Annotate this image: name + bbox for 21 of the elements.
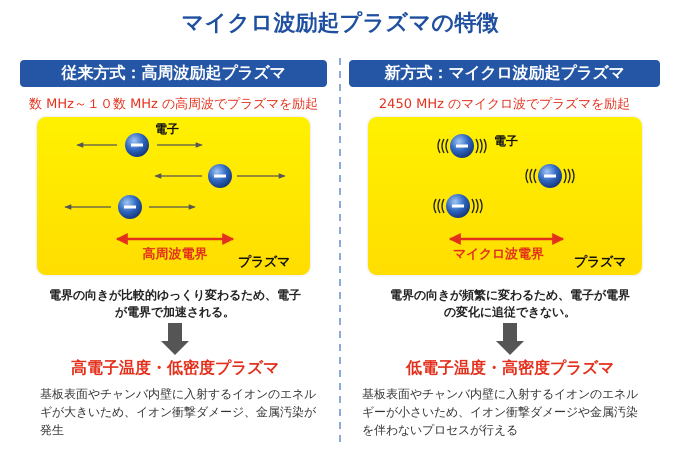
result-heading: 高電子温度・低密度プラズマ [40, 357, 310, 379]
subtitle: 2450 MHz のマイクロ波でプラズマを励起 [378, 96, 632, 113]
electron-label: 電子 [155, 121, 179, 138]
subtitle: 数 MHz～１０数 MHz の高周波でプラズマを励起 [28, 96, 320, 113]
field-label: 高周波電界 [142, 246, 208, 263]
field-label: マイクロ波電界 [452, 246, 545, 263]
description-text: 電界の向きが頻繁に変わるため、電子が電界の変化に追従できない。 [385, 287, 635, 321]
description-text: 電界の向きが比較的ゆっくり変わるため、電子が電界で加速される。 [45, 287, 305, 321]
panel-label: プラズマ [574, 254, 626, 271]
body-text: 基板表面やチャンバ内壁に入射するイオンのエネルギーが小さいため、イオン衝撃ダメージや金属汚染を伴わないプロセスが行える [362, 386, 639, 439]
arrow [496, 323, 524, 355]
header-bar: 新方式：マイクロ波励起プラズマ [349, 60, 660, 87]
arrow [161, 323, 189, 355]
header-bar: 従来方式：高周波励起プラズマ [20, 60, 327, 87]
plasma-panel [368, 117, 642, 275]
title: マイクロ波励起プラズマの特徴 [180, 10, 500, 38]
electron-label: 電子 [494, 133, 518, 150]
panel-label: プラズマ [238, 254, 290, 271]
plasma-panel [37, 117, 310, 275]
body-text: 基板表面やチャンバ内壁に入射するイオンのエネルギが大きいため、イオン衝撃ダメージ、金属汚染が発生 [40, 386, 317, 439]
result-heading: 低電子温度・高密度プラズマ [370, 357, 650, 379]
